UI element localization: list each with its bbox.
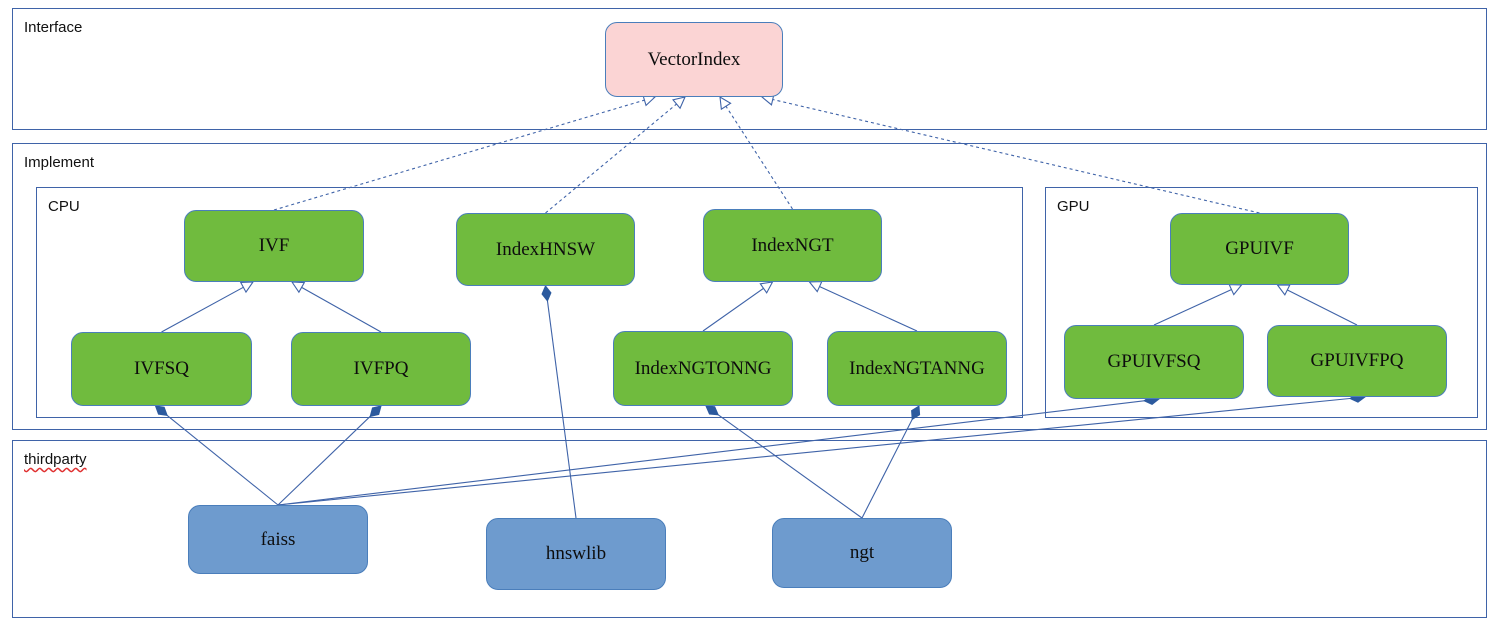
node-gpuivf[interactable]: GPUIVF	[1170, 213, 1349, 285]
node-gpuivfpq[interactable]: GPUIVFPQ	[1267, 325, 1447, 397]
node-hnswlib[interactable]: hnswlib	[486, 518, 666, 590]
panel-label-cpu: CPU	[48, 198, 80, 215]
node-vectorindex[interactable]: VectorIndex	[605, 22, 783, 97]
node-faiss[interactable]: faiss	[188, 505, 368, 574]
node-indexngtanng[interactable]: IndexNGTANNG	[827, 331, 1007, 406]
node-indexhnsw[interactable]: IndexHNSW	[456, 213, 635, 286]
node-gpuivfsq[interactable]: GPUIVFSQ	[1064, 325, 1244, 399]
panel-label-thirdparty: thirdparty	[24, 451, 87, 468]
node-ivfsq[interactable]: IVFSQ	[71, 332, 252, 406]
node-indexngt[interactable]: IndexNGT	[703, 209, 882, 282]
node-ivfpq[interactable]: IVFPQ	[291, 332, 471, 406]
panel-label-implement: Implement	[24, 154, 95, 171]
node-ivf[interactable]: IVF	[184, 210, 364, 282]
panel-label-gpu: GPU	[1057, 198, 1090, 215]
panel-label-interface: Interface	[24, 19, 83, 36]
node-indexngtonng[interactable]: IndexNGTONNG	[613, 331, 793, 406]
node-ngt[interactable]: ngt	[772, 518, 952, 588]
